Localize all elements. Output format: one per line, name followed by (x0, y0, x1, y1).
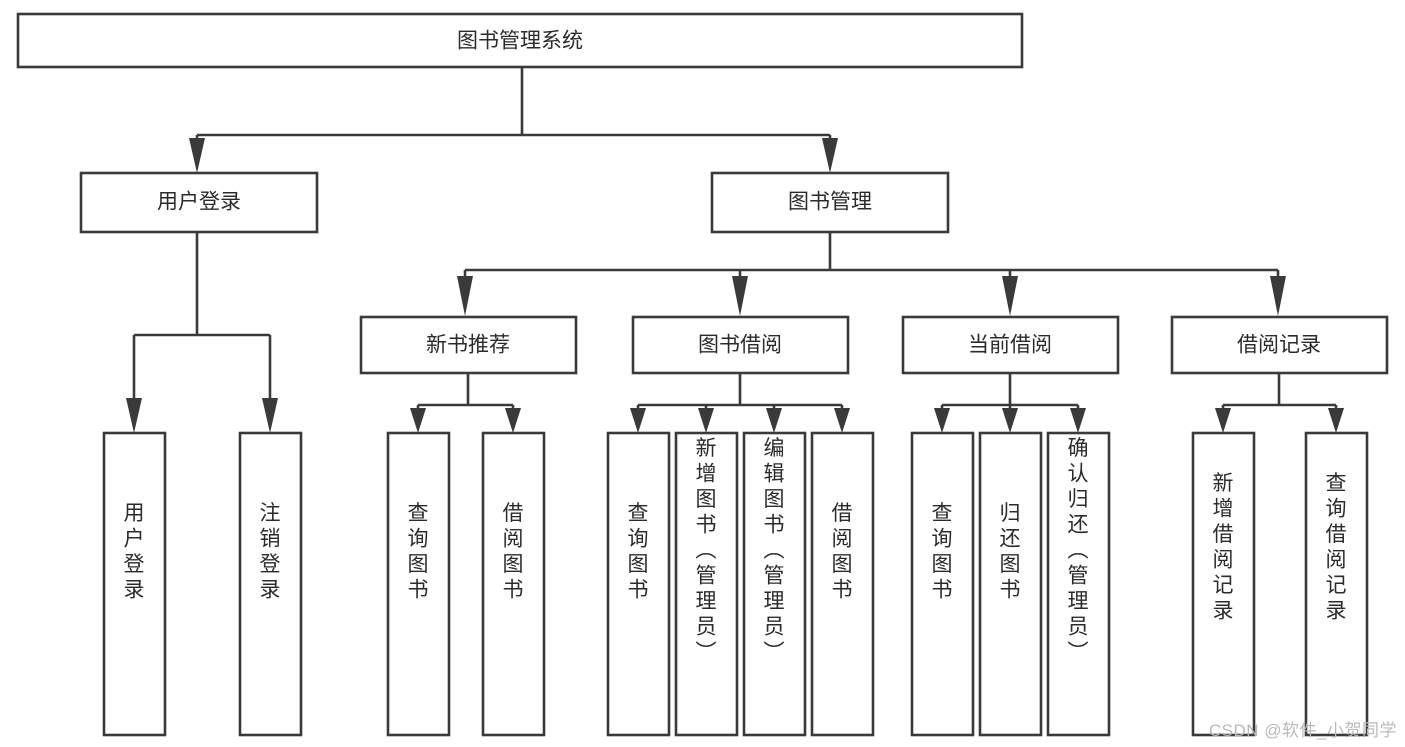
node-book-management[interactable]: 图书管理 (710, 171, 950, 234)
arrow-head-bookborrow-leaf-4 (834, 408, 850, 433)
arrow-head-borrowrecord-leaf-2 (1328, 408, 1344, 433)
node-label-borrowing-record: 借阅记录 (1237, 334, 1321, 357)
node-leaf-add-borrow-record[interactable]: 新增借阅记录 (1191, 431, 1256, 737)
arrow-head-currentborrow-leaf-3 (1070, 408, 1086, 433)
node-label-book-borrowing: 图书借阅 (698, 334, 782, 357)
arrow-head-newbook-leaf-1 (410, 408, 426, 433)
node-label-new-book-recommendation: 新书推荐 (426, 334, 510, 357)
arrow-head-leaf-logout (262, 398, 278, 433)
node-label-leaf-query-book-borrowing: 查询图书 (628, 502, 649, 602)
node-label-leaf-logout: 注销登录 (260, 502, 281, 602)
arrow-head-leaf-user-login (126, 398, 142, 433)
node-leaf-query-book-borrowing[interactable]: 查询图书 (606, 431, 671, 737)
arrow-head-book-mgmt (822, 138, 838, 173)
node-label-user-login: 用户登录 (157, 191, 241, 214)
node-leaf-borrow-book-borrowing[interactable]: 借阅图书 (810, 431, 875, 737)
node-leaf-query-book-newbook[interactable]: 查询图书 (386, 431, 451, 737)
node-leaf-confirm-return-admin[interactable]: 确认归还︵管理员︶ (1046, 431, 1111, 737)
arrow-head-current-borrow (1002, 276, 1018, 316)
node-leaf-logout[interactable]: 注销登录 (238, 431, 303, 737)
arrow-head-currentborrow-leaf-2 (1002, 408, 1018, 433)
connector-layer (126, 67, 1344, 433)
arrow-head-bookborrow-leaf-2 (698, 408, 714, 433)
arrow-head-bookborrow-leaf-1 (630, 408, 646, 433)
node-user-login[interactable]: 用户登录 (79, 171, 319, 234)
node-leaf-user-login[interactable]: 用户登录 (102, 431, 167, 737)
node-leaf-add-book-admin[interactable]: 新增图书︵管理员︶ (674, 431, 739, 737)
node-leaf-return-book[interactable]: 归还图书 (978, 431, 1043, 737)
node-label-leaf-query-book-current: 查询图书 (932, 502, 953, 602)
arrow-head-borrowrecord-leaf-1 (1215, 408, 1231, 433)
arrow-head-borrow-record (1270, 276, 1286, 316)
node-new-book-recommendation[interactable]: 新书推荐 (359, 315, 578, 375)
node-label-leaf-query-book-newbook: 查询图书 (408, 502, 429, 602)
node-leaf-query-book-current[interactable]: 查询图书 (910, 431, 975, 737)
node-label-leaf-add-borrow-record: 新增借阅记录 (1213, 472, 1234, 623)
node-borrowing-record[interactable]: 借阅记录 (1170, 315, 1389, 375)
node-label-leaf-confirm-return-admin: 确认归还︵管理员︶ (1068, 437, 1089, 664)
arrow-head-user-login (189, 138, 205, 173)
node-root-book-management-system[interactable]: 图书管理系统 (16, 12, 1024, 69)
node-label-leaf-return-book: 归还图书 (1000, 502, 1021, 602)
node-label-leaf-query-borrow-record: 查询借阅记录 (1326, 472, 1347, 623)
node-label-current-borrowing: 当前借阅 (968, 334, 1052, 357)
node-label-leaf-user-login: 用户登录 (124, 502, 145, 602)
node-label-leaf-add-book-admin: 新增图书︵管理员︶ (696, 437, 717, 664)
node-label-leaf-edit-book-admin: 编辑图书︵管理员︶ (764, 437, 785, 664)
node-leaf-borrow-book-newbook[interactable]: 借阅图书 (481, 431, 546, 737)
node-book-borrowing[interactable]: 图书借阅 (631, 315, 850, 375)
arrow-head-book-borrow (732, 276, 748, 316)
node-label-leaf-borrow-book-borrowing: 借阅图书 (832, 502, 853, 602)
node-leaf-query-borrow-record[interactable]: 查询借阅记录 (1304, 431, 1369, 737)
node-label-leaf-borrow-book-newbook: 借阅图书 (503, 502, 524, 602)
arrow-head-currentborrow-leaf-1 (934, 408, 950, 433)
node-label-book-management: 图书管理 (788, 191, 872, 214)
arrow-head-newbook-leaf-2 (505, 408, 521, 433)
node-leaf-edit-book-admin[interactable]: 编辑图书︵管理员︶ (742, 431, 807, 737)
arrow-head-new-book-rec (457, 276, 473, 316)
node-label-root: 图书管理系统 (457, 30, 583, 53)
arrow-head-bookborrow-leaf-3 (766, 408, 782, 433)
leaf-node-group: 用户登录 注销登录 查询图书 借阅图书 查询图书 新增图书︵管理员︶ (102, 431, 1369, 737)
node-current-borrowing[interactable]: 当前借阅 (901, 315, 1120, 375)
